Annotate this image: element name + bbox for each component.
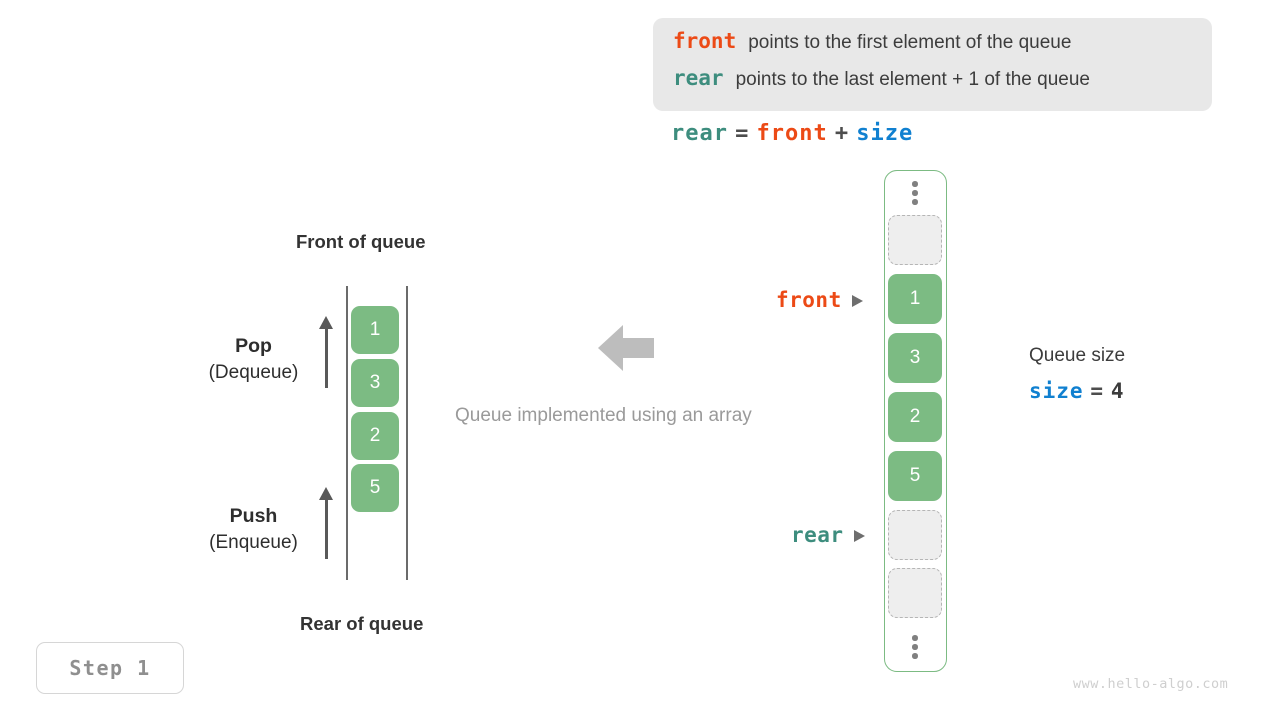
push-subtitle: (Enqueue) [209, 532, 298, 553]
left-arrow-icon [598, 325, 654, 371]
formula-rear: rear [671, 121, 728, 146]
formula-front: front [756, 121, 828, 146]
rear-of-queue-label: Rear of queue [300, 613, 424, 634]
pop-subtitle: (Dequeue) [208, 362, 299, 383]
queue-size-title: Queue size [1029, 345, 1126, 366]
array-cell-filled: 1 [888, 274, 942, 324]
formula-rear-equals-front-plus-size: rear = front + size [671, 120, 913, 146]
legend-line-rear: rear points to the last element + 1 of t… [673, 66, 1192, 103]
legend-keyword-rear: rear [673, 66, 724, 90]
pop-title: Pop [235, 335, 272, 357]
size-equals: = [1090, 379, 1105, 403]
rear-pointer-triangle-icon [853, 530, 865, 542]
legend-line-front: front points to the first element of the… [673, 29, 1192, 66]
queue-size-value: size = 4 [1029, 379, 1125, 404]
formula-plus: + [834, 121, 850, 146]
array-cell-filled: 5 [888, 451, 942, 501]
array-cell-filled: 2 [888, 392, 942, 442]
step-badge-label: Step 1 [69, 656, 151, 680]
queue-cell: 5 [351, 464, 399, 512]
array-cell-empty [888, 568, 942, 618]
legend-description-front: points to the first element of the queue [748, 32, 1072, 53]
legend-keyword-front: front [673, 29, 737, 53]
rear-pointer: rear [791, 523, 865, 547]
rear-pointer-label: rear [791, 523, 844, 547]
pop-up-arrow-icon [315, 316, 337, 388]
array-ellipsis-top-icon [888, 176, 942, 210]
push-operation-label: Push (Enqueue) [186, 503, 321, 557]
queue-rail-left [346, 286, 348, 580]
front-pointer-triangle-icon [851, 295, 863, 307]
size-variable: size [1029, 379, 1084, 403]
size-number: 4 [1110, 379, 1125, 403]
legend-description-rear: points to the last element + 1 of the qu… [735, 69, 1090, 90]
queue-cell: 2 [351, 412, 399, 460]
queue-cell: 1 [351, 306, 399, 354]
pop-operation-label: Pop (Dequeue) [186, 333, 321, 387]
array-cell-empty [888, 510, 942, 560]
push-up-arrow-icon [315, 487, 337, 559]
formula-equals: = [735, 121, 750, 146]
queue-rail-right [406, 286, 408, 580]
front-pointer-label: front [776, 288, 842, 312]
formula-size: size [856, 121, 914, 146]
legend-box: front points to the first element of the… [653, 18, 1212, 111]
array-cell-empty [888, 215, 942, 265]
array-ellipsis-bottom-icon [888, 630, 942, 664]
watermark: www.hello-algo.com [1073, 676, 1229, 692]
queue-cell: 3 [351, 359, 399, 407]
array-cell-filled: 3 [888, 333, 942, 383]
front-pointer: front [776, 288, 863, 312]
push-title: Push [229, 505, 278, 527]
step-badge: Step 1 [36, 642, 184, 694]
front-of-queue-label: Front of queue [296, 231, 426, 252]
center-caption: Queue implemented using an array [455, 405, 752, 426]
